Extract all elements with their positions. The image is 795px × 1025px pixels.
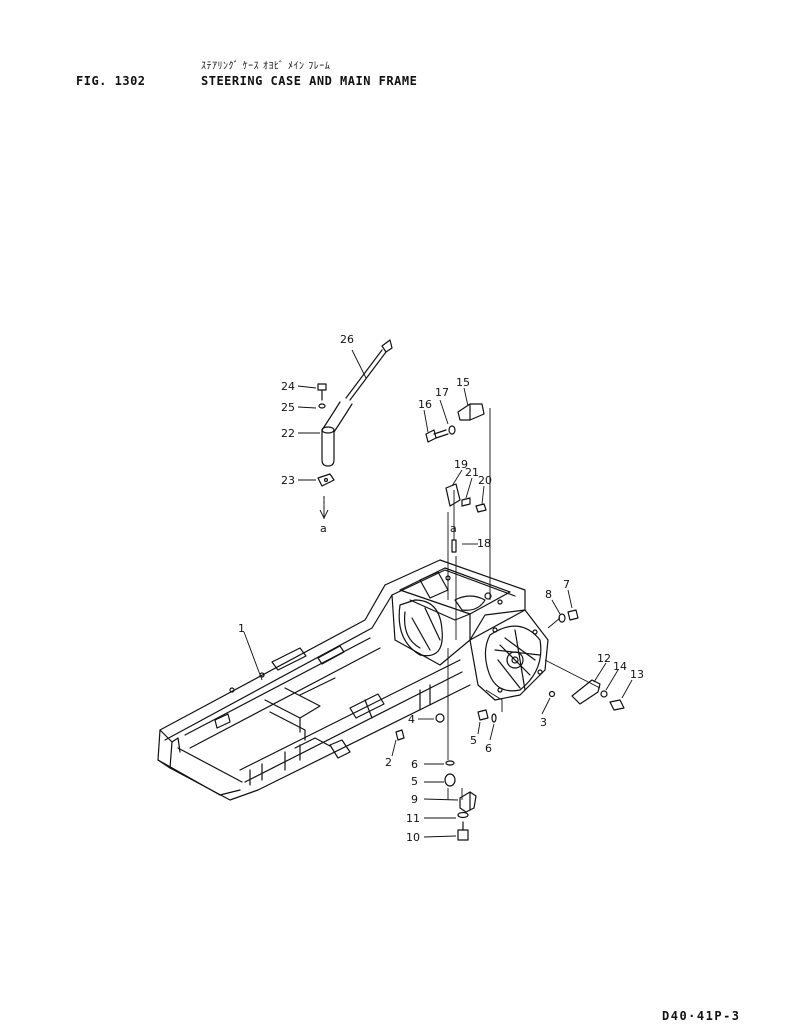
page-code: D40·41P-3 <box>662 1009 741 1023</box>
callout-8: 8 <box>545 588 552 601</box>
title-english: STEERING CASE AND MAIN FRAME <box>201 74 418 88</box>
reference-a-upper: a <box>450 522 457 535</box>
callout-26: 26 <box>340 333 354 346</box>
breather-pipe <box>317 339 393 487</box>
callout-4: 4 <box>408 713 415 726</box>
callout-20: 20 <box>478 474 492 487</box>
callout-1: 1 <box>238 622 245 635</box>
title-japanese: ｽﾃｱﾘﾝｸﾞ ｹｰｽ ｵﾖﾋﾞ ﾒｲﾝ ﾌﾚｰﾑ <box>201 61 331 72</box>
callout-13: 13 <box>630 668 644 681</box>
callout-10: 10 <box>406 831 420 844</box>
steering-case <box>384 559 549 701</box>
callout-5-lower: 5 <box>411 775 418 788</box>
cover-parts <box>425 403 487 553</box>
reference-a-lower: a <box>320 522 327 535</box>
callout-9: 9 <box>411 793 418 806</box>
callout-labels: 1 2 3 4 5 5 6 6 7 8 9 10 11 12 13 14 15 … <box>238 333 644 844</box>
callout-11: 11 <box>406 812 420 825</box>
callout-3: 3 <box>540 716 547 729</box>
callout-21: 21 <box>465 466 479 479</box>
callout-22: 22 <box>281 427 295 440</box>
figure-number: FIG. 1302 <box>76 74 146 88</box>
callout-6-lower: 6 <box>411 758 418 771</box>
callout-16: 16 <box>418 398 432 411</box>
callout-18: 18 <box>477 537 491 550</box>
callout-6-upper: 6 <box>485 742 492 755</box>
main-frame <box>157 584 471 801</box>
callout-7: 7 <box>563 578 570 591</box>
small-parts <box>395 609 625 841</box>
leader-lines <box>243 349 633 838</box>
callout-17: 17 <box>435 386 449 399</box>
callout-2: 2 <box>385 756 392 769</box>
callout-23: 23 <box>281 474 295 487</box>
callout-15: 15 <box>456 376 470 389</box>
callout-14: 14 <box>613 660 627 673</box>
callout-5-upper: 5 <box>470 734 477 747</box>
callout-12: 12 <box>597 652 611 665</box>
callout-24: 24 <box>281 380 295 393</box>
callout-25: 25 <box>281 401 295 414</box>
callout-19: 19 <box>454 458 468 471</box>
